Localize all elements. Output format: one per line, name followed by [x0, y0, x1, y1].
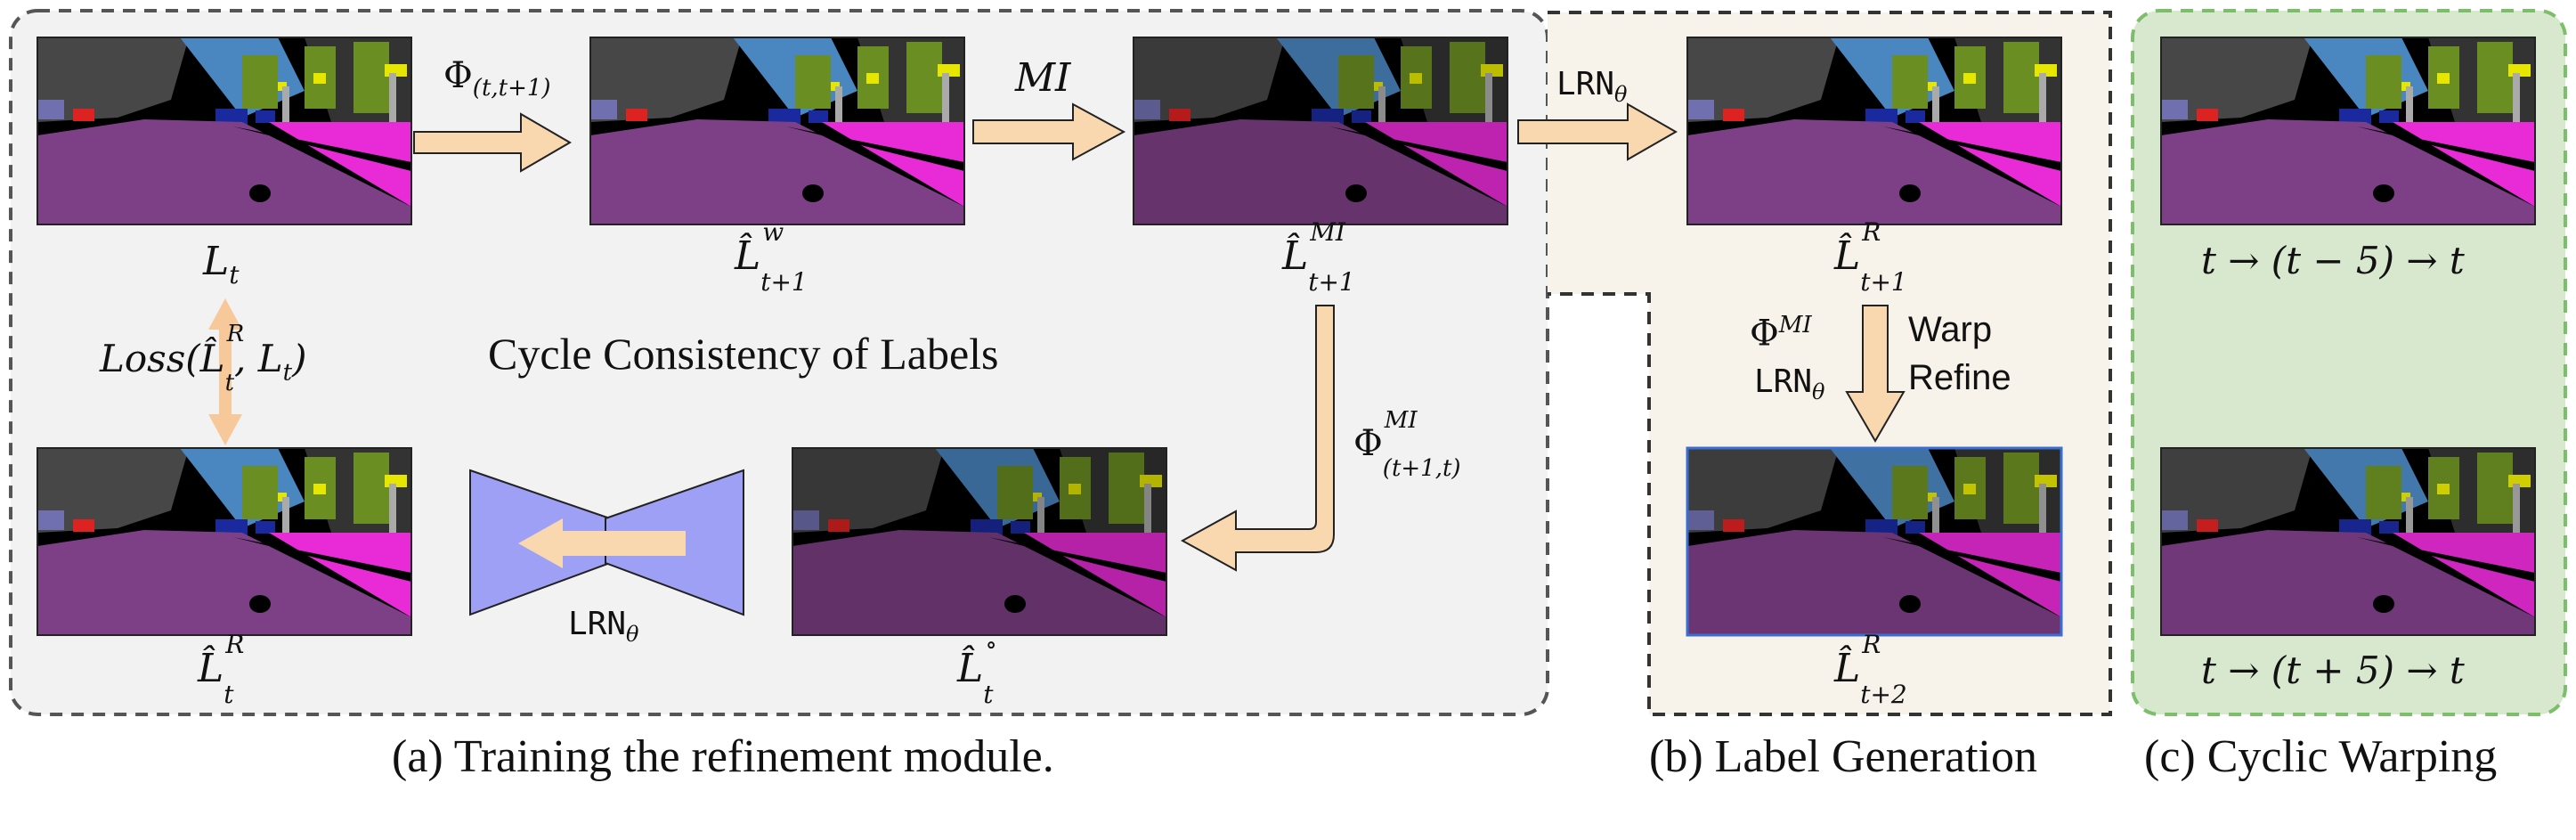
arrow-phi-label: Φ(t,t+1) [443, 55, 551, 102]
refine-text: Refine [1908, 358, 2011, 397]
image-LR-t1 [1686, 37, 2062, 225]
arrow-lrn-label: LRNθ [1556, 66, 1628, 108]
panel-b-box [1548, 11, 2112, 716]
image-L-circ [792, 447, 1167, 636]
network-label: LRNθ [568, 606, 639, 648]
arrow-phi-back-icon [1180, 305, 1335, 572]
label-L-circ: L̂∘t [957, 630, 997, 709]
encoder-decoder-icon [469, 469, 744, 616]
label-cyc-minus: t → (t − 5) → t [2201, 239, 2465, 282]
caption-a: (a) Training the refinement module. [392, 731, 1054, 782]
arrow-mi-icon [972, 102, 1126, 161]
image-LR-t2 [1686, 446, 2063, 637]
image-L-w [589, 37, 965, 225]
image-L-R [37, 447, 412, 636]
label-L-t: Lt [203, 239, 240, 290]
label-cyc-plus: t → (t + 5) → t [2201, 648, 2465, 692]
image-cyc-minus [2160, 37, 2536, 225]
caption-b: (b) Label Generation [1649, 731, 2038, 782]
cycle-title: Cycle Consistency of Labels [488, 329, 999, 379]
caption-c: (c) Cyclic Warping [2144, 731, 2498, 782]
arrow-warp-icon [1845, 305, 1906, 443]
loss-double-arrow-icon [208, 298, 242, 445]
image-cyc-plus [2160, 447, 2536, 636]
warp-phi-label: ΦMI [1750, 312, 1812, 355]
arrow-mi-label: MI [1015, 55, 1071, 101]
arrow-lrn-icon [1517, 102, 1678, 161]
warp-text: Warp [1908, 310, 1993, 349]
refine-lrn-label: LRNθ [1754, 363, 1825, 405]
arrow-phi-icon [413, 112, 572, 173]
image-L-mi [1133, 37, 1508, 225]
image-L-t [37, 37, 412, 225]
